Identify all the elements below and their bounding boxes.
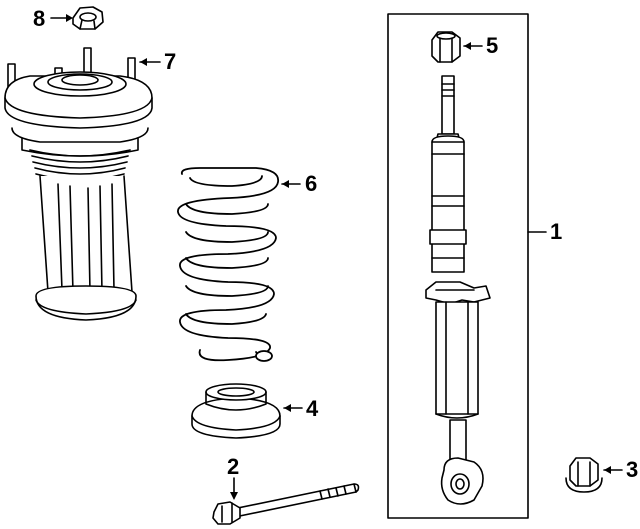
callout-7-arrow	[140, 58, 147, 66]
callout-6: 6	[305, 171, 318, 196]
callout-2: 2	[227, 454, 240, 479]
callout-7: 7	[164, 49, 177, 74]
part-4-insulator	[191, 383, 281, 439]
part-6-coil-spring	[177, 167, 279, 362]
part-1-shock-absorber	[425, 75, 491, 505]
callout-2-arrow	[230, 492, 238, 500]
callout-5: 5	[486, 33, 499, 58]
callout-5-arrow	[464, 42, 471, 50]
part-2-bolt	[212, 483, 360, 525]
part-8-nut	[72, 6, 104, 30]
callout-4: 4	[306, 396, 319, 421]
callout-3: 3	[626, 457, 639, 482]
part-7-strut-mount	[4, 47, 153, 321]
callout-8: 8	[33, 6, 46, 31]
callout-3-arrow	[604, 466, 611, 474]
callout-8-arrow	[66, 14, 73, 22]
callout-1: 1	[550, 219, 563, 244]
part-5-nut	[431, 31, 461, 63]
part-1-box	[387, 13, 529, 519]
callout-6-arrow	[282, 180, 289, 188]
callout-4-arrow	[284, 404, 291, 412]
part-3-nut	[565, 457, 603, 493]
